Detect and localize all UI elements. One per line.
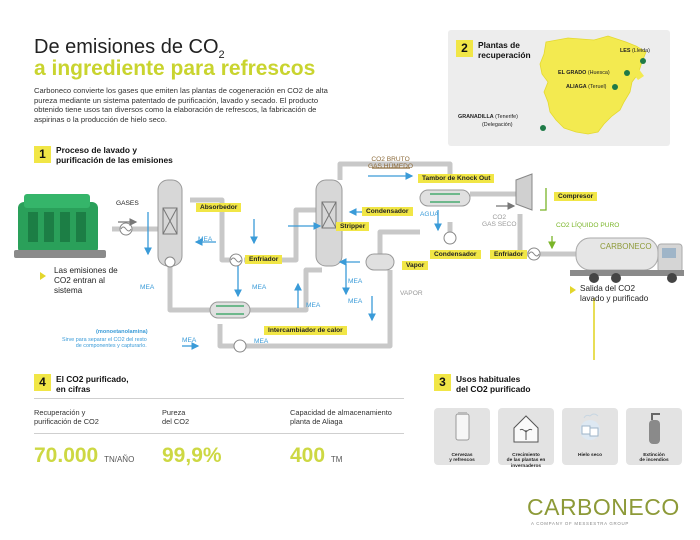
location-dot-les	[640, 58, 646, 64]
label-mea-4: MEA	[306, 302, 321, 309]
label-mea-3: MEA	[252, 284, 267, 291]
dry-ice-icon	[580, 413, 600, 440]
box-absorbedor: Absorbedor	[196, 203, 242, 212]
box-intercambiador: Intercambiador de calor	[264, 326, 347, 335]
box-stripper: Stripper	[336, 222, 370, 231]
box-enfriador-2: Enfriador	[490, 250, 528, 259]
carboneco-tagline: A COMPANY OF MESSESTRA GROUP	[531, 521, 629, 526]
box-tambor: Tambor de Knock Out	[418, 174, 495, 183]
label-agua: AGUA	[420, 211, 439, 218]
can-icon	[455, 412, 470, 441]
label-co2-liquido: CO2 LÍQUIDO PURO	[556, 222, 620, 229]
box-condensador-1: Condensador	[362, 207, 413, 216]
label-mea-2: MEA	[140, 284, 155, 291]
label-gases: GASES	[116, 200, 139, 207]
engine	[14, 194, 106, 258]
label-mea-1: MEA	[198, 236, 213, 243]
box-compresor: Compresor	[554, 192, 598, 201]
location-dot-aliaga	[612, 84, 618, 90]
label-mea-8: MEA	[254, 338, 269, 345]
section-number-1: 1	[34, 146, 51, 163]
use-card-hielo-seco: Hielo seco	[562, 408, 618, 465]
section-number-3: 3	[434, 374, 451, 391]
label-vapor: VAPOR	[400, 290, 423, 297]
city-el-grado: EL GRADO (Huesca)	[558, 70, 610, 76]
page-subtitle: a ingrediente para refrescos	[34, 57, 316, 80]
box-condensador-2: Condensador	[430, 250, 481, 259]
intro-text: Carboneco convierte los gases que emiten…	[34, 86, 328, 124]
location-dot-granadilla	[540, 125, 546, 131]
stat-value-pureza: 99,9%	[162, 444, 222, 467]
section-number-4: 4	[34, 374, 51, 391]
label-mea-7: MEA	[182, 337, 197, 344]
extinguisher-icon	[649, 413, 660, 444]
section-number-2: 2	[456, 40, 473, 57]
carboneco-logo: CARBONECO	[527, 494, 680, 520]
location-dot-el-grado	[624, 70, 630, 76]
stat-value-recuperacion: 70.000 TN/AÑO	[34, 444, 135, 467]
stats-divider	[34, 398, 404, 399]
stats-divider-2	[34, 433, 404, 434]
stats-title: El CO2 purificado,en cifras	[56, 374, 129, 394]
city-les: LES (Lleida)	[620, 48, 650, 54]
stat-value-capacidad: 400 TM	[290, 444, 343, 467]
box-vapor: Vapor	[402, 261, 429, 270]
page-title: De emisiones de CO2	[34, 36, 225, 61]
spain-map	[539, 35, 647, 135]
use-label-hielo-seco: Hielo seco	[578, 453, 602, 458]
label-mea-5: MEA	[348, 278, 363, 285]
label-monoetanolamina: (monoetanolamina)	[96, 329, 148, 335]
box-enfriador-1: Enfriador	[245, 255, 283, 264]
city-granadilla-delegacion: (Delegación)	[482, 122, 513, 128]
label-mea-6: MEA	[348, 298, 363, 305]
truck-brand: CARBONECO	[600, 242, 652, 251]
greenhouse-icon	[513, 415, 539, 443]
city-granadilla: GRANADILLA (Tenerife)	[458, 114, 518, 120]
city-aliaga: ALIAGA (Teruel)	[566, 84, 607, 90]
truck	[570, 237, 684, 283]
process-diagram	[14, 161, 684, 360]
